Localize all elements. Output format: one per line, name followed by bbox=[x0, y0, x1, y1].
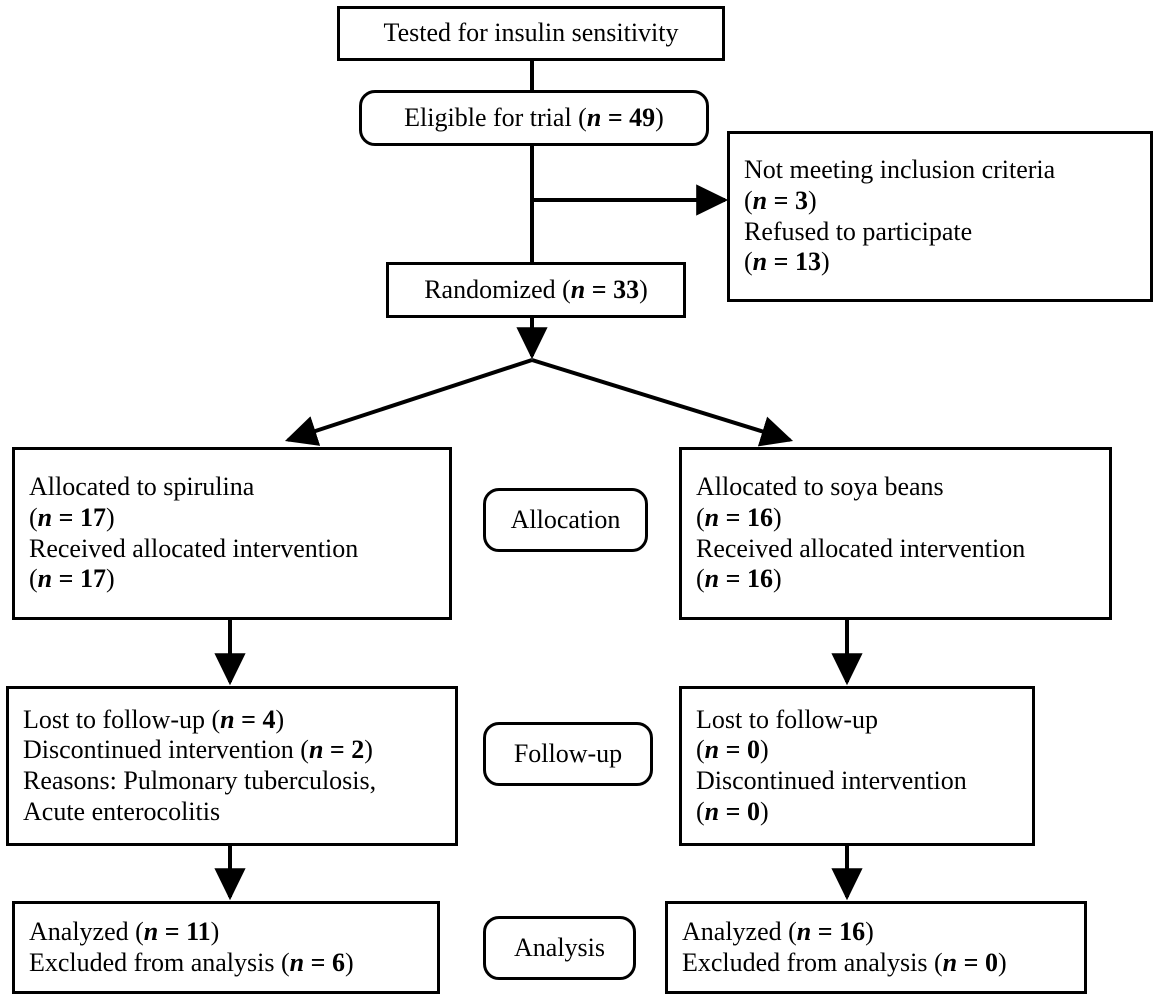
node-line: (n = 0) bbox=[696, 796, 769, 826]
node-line: (n = 0) bbox=[696, 735, 769, 765]
node-tested-for-insulin-sensitivity: Tested for insulin sensitivity bbox=[337, 6, 725, 61]
node-line: Lost to follow-up (n = 4) bbox=[23, 704, 285, 734]
node-analysis-spirulina: Analyzed (n = 11) Excluded from analysis… bbox=[12, 901, 440, 994]
node-line: (n = 17) bbox=[29, 564, 115, 594]
node-analysis-soya-beans: Analyzed (n = 16) Excluded from analysis… bbox=[665, 901, 1087, 994]
node-followup-spirulina: Lost to follow-up (n = 4) Discontinued i… bbox=[6, 686, 458, 846]
node-line: Discontinued intervention bbox=[696, 766, 967, 795]
node-line: Lost to follow-up bbox=[696, 704, 878, 734]
node-followup-soya-beans: Lost to follow-up (n = 0) Discontinued i… bbox=[679, 686, 1035, 846]
node-randomized: Randomized (n = 33) bbox=[386, 262, 686, 318]
stage-label-allocation: Allocation bbox=[483, 488, 648, 552]
node-line: (n = 16) bbox=[696, 502, 782, 532]
node-line: (n = 3) bbox=[744, 185, 817, 215]
node-line: Analyzed (n = 11) bbox=[29, 916, 220, 946]
node-line: Not meeting inclusion criteria bbox=[744, 155, 1056, 185]
stage-label-text: Follow-up bbox=[513, 738, 623, 768]
node-allocated-spirulina: Allocated to spirulina (n = 17) Received… bbox=[12, 447, 452, 620]
node-eligible-for-trial: Eligible for trial (n = 49) bbox=[359, 90, 709, 146]
node-line: (n = 13) bbox=[744, 247, 830, 277]
connector-split-to-right-allocation bbox=[531, 358, 794, 447]
node-line: Discontinued intervention (n = 2) bbox=[23, 735, 373, 765]
node-line: Analyzed (n = 16) bbox=[682, 916, 874, 946]
node-line: (n = 16) bbox=[696, 564, 782, 594]
node-line: (n = 17) bbox=[29, 502, 115, 532]
node-line: Refused to participate bbox=[744, 216, 973, 246]
stage-label-text: Analysis bbox=[514, 932, 605, 962]
stage-label-text: Allocation bbox=[510, 504, 621, 534]
node-line: Received allocated intervention bbox=[696, 533, 1026, 563]
node-line: Reasons: Pulmonary tuberculosis, bbox=[23, 766, 377, 795]
node-line: Tested for insulin sensitivity bbox=[383, 18, 679, 48]
node-line: Excluded from analysis (n = 6) bbox=[29, 947, 354, 977]
node-allocated-soya-beans: Allocated to soya beans (n = 16) Receive… bbox=[679, 447, 1112, 620]
node-line: Allocated to soya beans bbox=[696, 472, 944, 502]
node-line: Eligible for trial (n = 49) bbox=[404, 102, 664, 132]
node-line: Excluded from analysis (n = 0) bbox=[682, 947, 1007, 977]
stage-label-followup: Follow-up bbox=[483, 722, 653, 786]
connector-split-to-left-allocation bbox=[284, 358, 533, 446]
node-line: Allocated to spirulina bbox=[29, 472, 255, 502]
node-exclusion-reasons: Not meeting inclusion criteria (n = 3) R… bbox=[727, 131, 1153, 302]
node-line: Received allocated intervention bbox=[29, 533, 359, 563]
stage-label-analysis: Analysis bbox=[483, 916, 636, 980]
node-line: Acute enterocolitis bbox=[23, 796, 221, 826]
node-line: Randomized (n = 33) bbox=[424, 274, 648, 304]
